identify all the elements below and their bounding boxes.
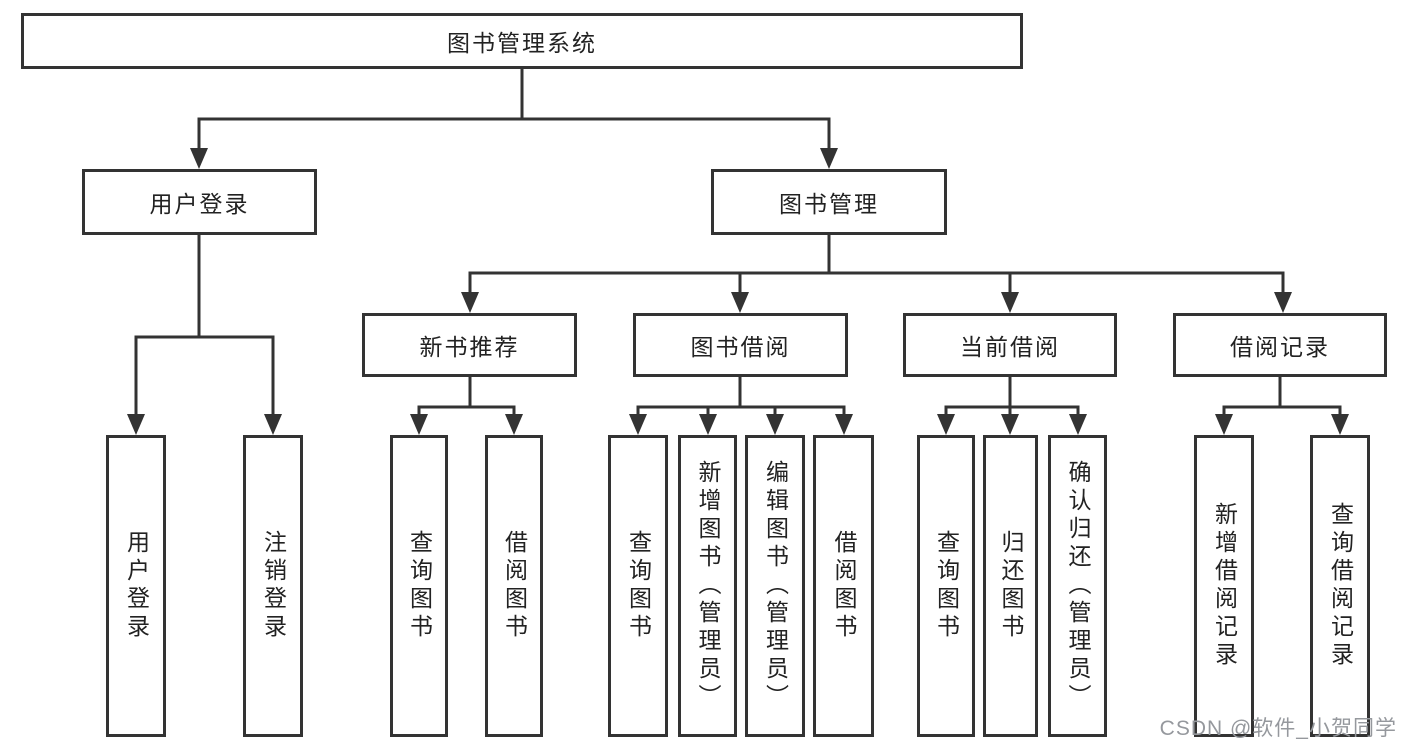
node-leaf-query-borrow-record: 查询借阅记录 bbox=[1310, 435, 1370, 737]
node-leaf-borrow-books-recommend: 借阅图书 bbox=[485, 435, 543, 737]
node-borrow-records: 借阅记录 bbox=[1173, 313, 1387, 377]
node-leaf-query-books-recommend: 查询图书 bbox=[390, 435, 448, 737]
node-current-borrowing: 当前借阅 bbox=[903, 313, 1117, 377]
node-book-borrowing: 图书借阅 bbox=[633, 313, 848, 377]
node-book-management: 图书管理 bbox=[711, 169, 947, 235]
node-leaf-user-login: 用户登录 bbox=[106, 435, 166, 737]
node-leaf-query-books-current: 查询图书 bbox=[917, 435, 975, 737]
node-leaf-borrow-books-borrowing: 借阅图书 bbox=[813, 435, 874, 737]
node-leaf-return-book: 归还图书 bbox=[983, 435, 1038, 737]
node-user-login: 用户登录 bbox=[82, 169, 317, 235]
node-leaf-edit-book-admin: 编辑图书（管理员） bbox=[745, 435, 805, 737]
node-new-book-recommend: 新书推荐 bbox=[362, 313, 577, 377]
node-leaf-add-book-admin: 新增图书（管理员） bbox=[678, 435, 737, 737]
node-leaf-add-borrow-record: 新增借阅记录 bbox=[1194, 435, 1254, 737]
node-library-system: 图书管理系统 bbox=[21, 13, 1023, 69]
watermark-text: CSDN @软件_小贺同学 bbox=[1159, 717, 1397, 740]
node-leaf-confirm-return-admin: 确认归还（管理员） bbox=[1048, 435, 1107, 737]
node-leaf-query-books-borrowing: 查询图书 bbox=[608, 435, 668, 737]
node-leaf-logout: 注销登录 bbox=[243, 435, 303, 737]
